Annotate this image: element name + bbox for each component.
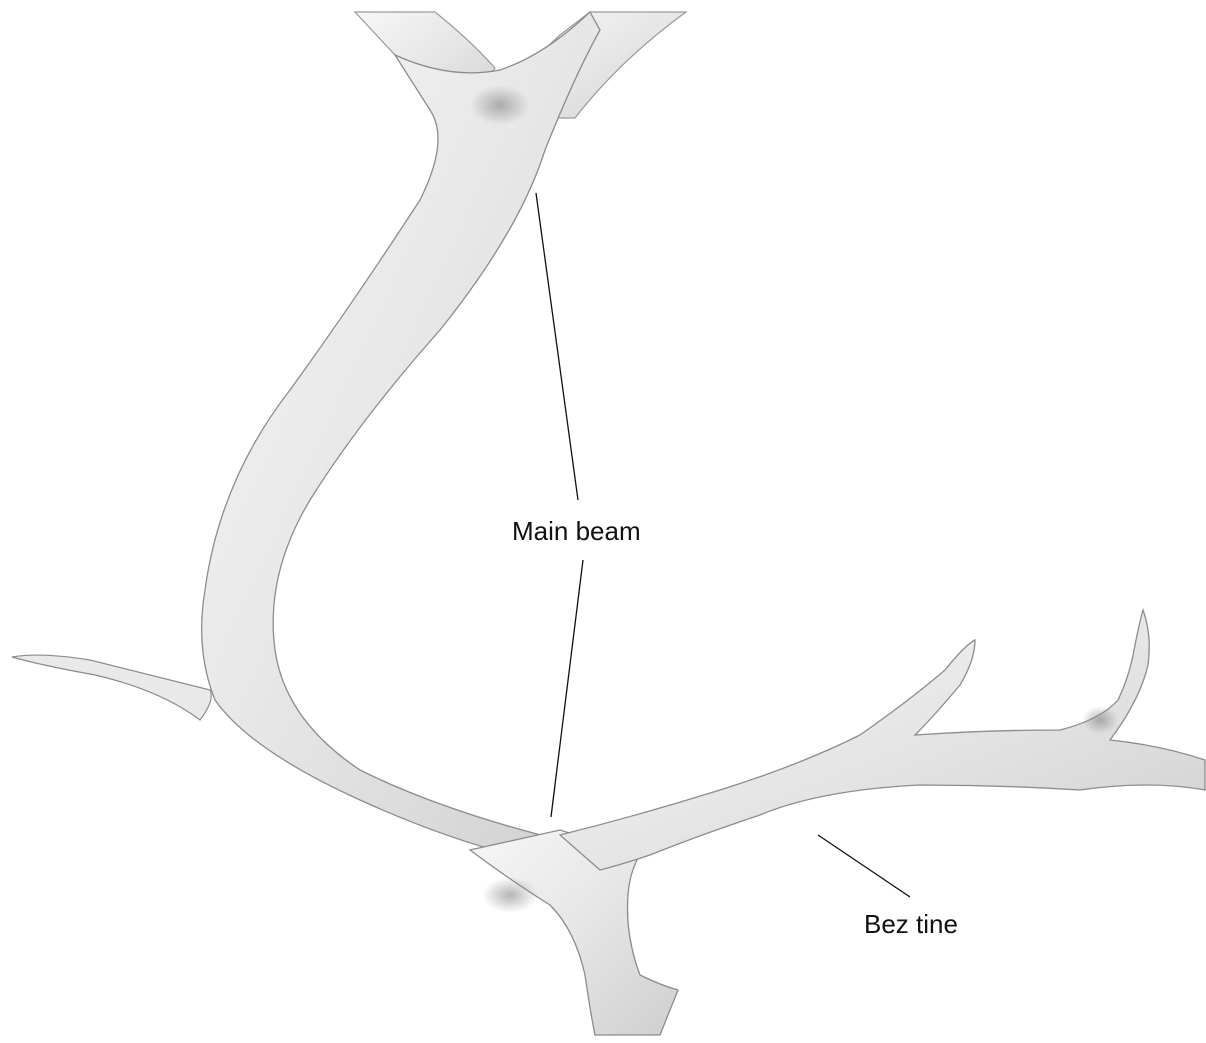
main-beam-label: Main beam [512,516,641,546]
brow-tine-shape [12,655,211,720]
shade-mark [470,85,530,125]
antler-base-shape [470,830,678,1035]
main-beam-shape [202,12,600,865]
main-beam-leader-upper [536,193,578,500]
shade-mark [482,877,538,913]
main-beam-leader-lower [551,560,583,817]
shade-mark [1082,706,1118,734]
bez-tine-shape [560,610,1205,870]
bez-tine-leader [818,835,910,897]
bez-tine-label: Bez tine [864,909,958,939]
